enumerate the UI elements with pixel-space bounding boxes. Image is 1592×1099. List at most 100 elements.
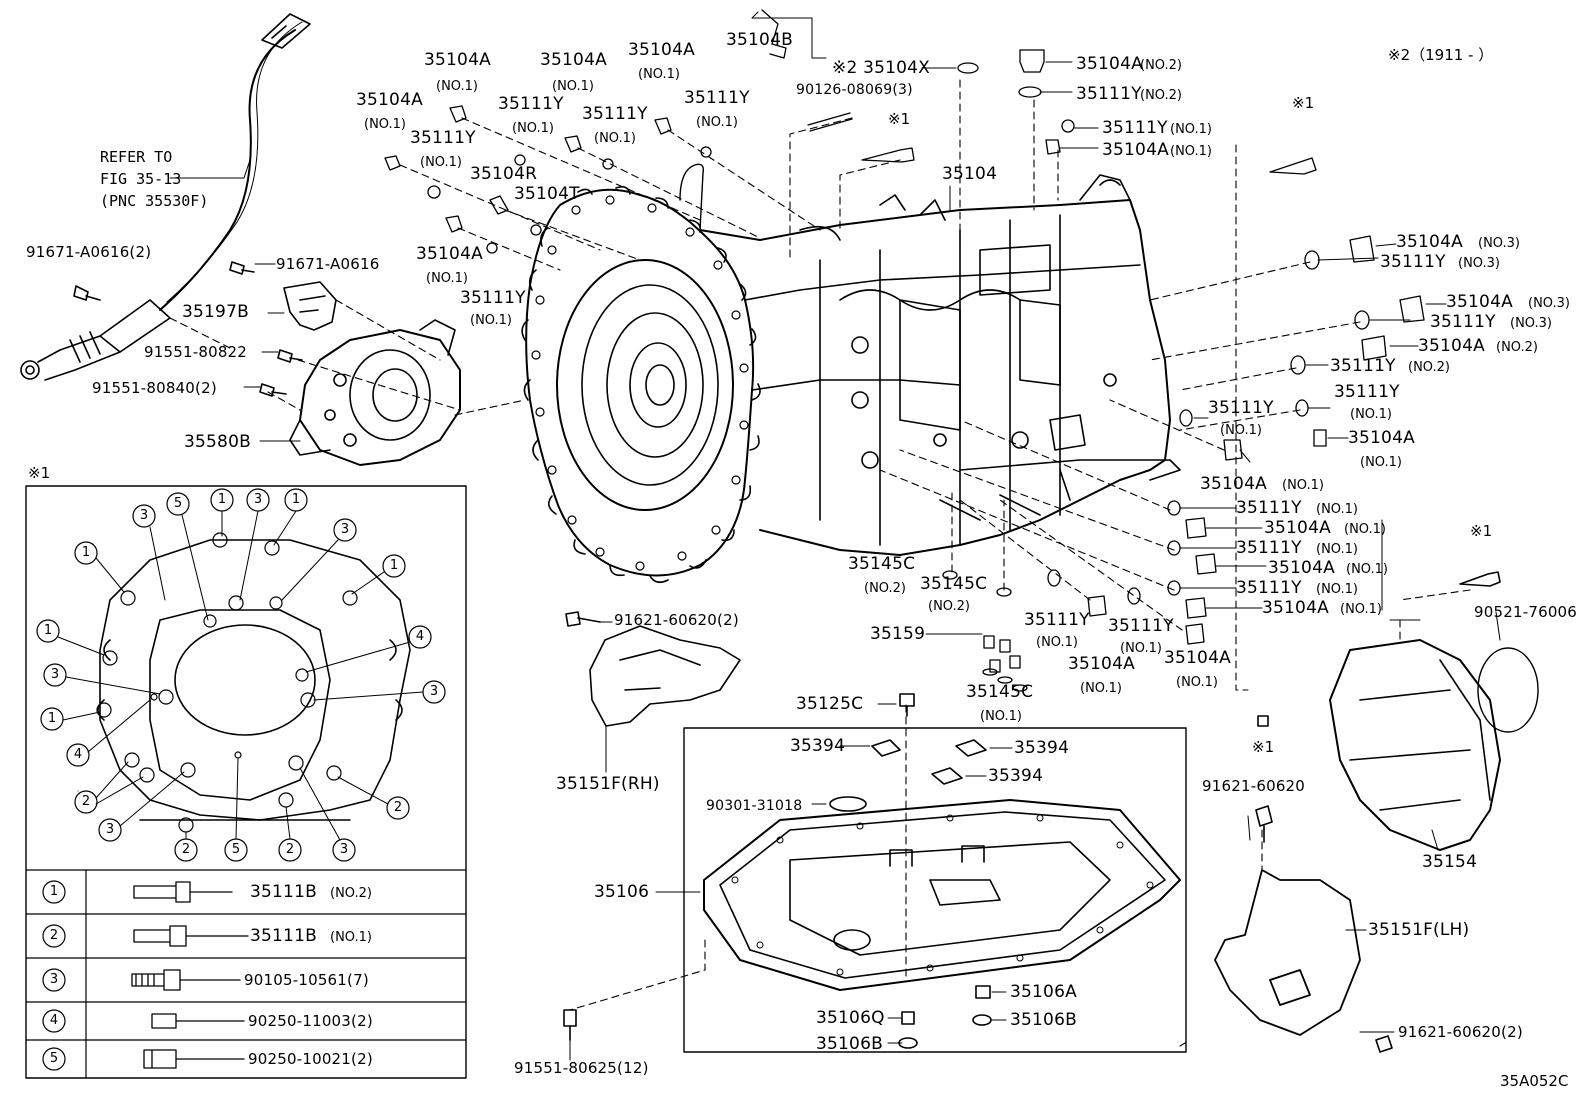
label-35394-b: 35394 [1014,738,1070,758]
inset-callout-5: 1 [291,492,301,507]
label-r35111y-no1-b: 35111Y [1208,398,1274,418]
label-s35104a-3-sub: (NO.1) [1340,602,1382,617]
label-r35104a-no1-b: 35104A [1200,474,1267,494]
transmission-assembly [521,163,1181,584]
reference-note-line3: (PNC 35530F) [100,192,209,210]
solid-leaders [169,11,1501,1061]
legend-part-images [131,881,249,1069]
inset-callout-21: 3 [339,842,349,857]
inset-callout-4: 3 [253,492,263,507]
label-r35104a-no3-a-sub: (NO.3) [1478,236,1520,251]
inset-callout-13: 1 [47,711,57,726]
label-b35104a-b: 35104A [1164,648,1231,668]
label-35111y-t2: 35111Y [582,104,648,124]
label-s35111y-3: 35111Y [1236,578,1302,598]
label-35106a: 35106A [1010,982,1077,1002]
label-90126: 90126-08069(3) [796,82,913,98]
label-35104a-t3: 35104A [628,40,695,60]
label-35111y-t0-sub: (NO.1) [420,155,462,170]
label-b35111y-a: 35111Y [1024,610,1090,630]
inset-callout-16: 2 [393,800,403,815]
label-r35104a-no2-sub: (NO.2) [1496,340,1538,355]
label-35580b: 35580B [184,432,251,452]
label-r35104a-no3-a: 35104A [1396,232,1463,252]
label-35104a-m: 35104A [416,244,483,264]
inset-callout-17: 3 [105,822,115,837]
label-35151f-rh: 35151F(RH) [556,774,660,794]
label-s35104a-2-sub: (NO.1) [1346,562,1388,577]
inset-callout-15: 2 [81,794,91,809]
label-35104: 35104 [942,164,998,184]
bolt-91671-a0616 [73,261,255,301]
right-plugs [942,235,1425,692]
label-r35111y-no2: 35111Y [1330,356,1396,376]
legend-key-2: 2 [49,928,59,943]
inset-callout-19: 2 [285,842,295,857]
label-91621-bot: 91621-60620(2) [1398,1023,1523,1041]
legend-key-1: 1 [49,884,59,899]
label-35111y-t1: 35111Y [498,94,564,114]
inset-callout-9: 1 [43,623,53,638]
label-35104a-t2-sub: (NO.1) [552,79,594,94]
legend-key-4: 4 [49,1013,59,1028]
label-91551-80625: 91551-80625(12) [514,1059,649,1077]
label-r35111y-no3-a: 35111Y [1380,252,1446,272]
label-35197b: 35197B [182,302,249,322]
inset-case-drawing [97,539,411,821]
label-35106b-b: 35106B [816,1034,883,1054]
label-91671-a: 91671-A0616(2) [26,243,152,261]
inset-callout-1: 3 [139,508,149,523]
note-2-date: ※2（1911 - ） [1388,46,1494,64]
label-s35104a-1: 35104A [1264,518,1331,538]
note-1-top: ※1 [888,110,911,128]
bracket-35197b [283,281,337,331]
label-35104a-no1-r1: 35104A [1102,140,1169,160]
top-plugs [384,9,1317,254]
label-91671-b: 91671-A0616 [276,255,380,273]
label-35106: 35106 [594,882,650,902]
note-1-right: ※1 [1292,94,1315,112]
note-1-lower-right: ※1 [1470,522,1493,540]
label-91621-mid: 91621-60620 [1202,777,1306,795]
label-35145c-no2-a-sub: (NO.2) [864,581,906,596]
label-35145c-no2-b: 35145C [920,574,988,594]
label-s35104a-1-sub: (NO.1) [1344,522,1386,537]
inset-callout-6: 3 [340,522,350,537]
note-1-mid-right: ※1 [1252,738,1275,756]
inset-callout-10: 4 [415,629,425,644]
label-35111y-no1-r1-sub: (NO.1) [1170,122,1212,137]
label-91551-80822: 91551-80822 [144,343,248,361]
label-r35111y-no1-a: 35111Y [1334,382,1400,402]
label-35104a-no1-r1-sub: (NO.1) [1170,144,1212,159]
legend-key-circles [42,880,66,1071]
legend-sub-1: (NO.2) [330,886,372,901]
label-r35104a-no1-a-sub: (NO.1) [1360,455,1402,470]
label-r35104a-no3-b-sub: (NO.3) [1528,296,1570,311]
inset-callout-circles [36,488,446,862]
extension-housing-35154 [1329,639,1501,851]
label-35111y-t3: 35111Y [684,88,750,108]
inset-callout-12: 3 [429,684,439,699]
label-35104a-t0-sub: (NO.1) [364,117,406,132]
label-35104a-t3-sub: (NO.1) [638,67,680,82]
inset-callout-7: 1 [81,545,91,560]
label-35111y-no1-r1: 35111Y [1102,118,1168,138]
shield-35151f-rh [589,625,741,727]
label-s35111y-1-sub: (NO.1) [1316,502,1358,517]
label-35106q: 35106Q [816,1008,885,1028]
label-35104a-m-sub: (NO.1) [426,271,468,286]
label-35104a-no2-top: 35104A [1076,54,1143,74]
legend-sub-2: (NO.1) [330,930,372,945]
label-35145c-no2-a: 35145C [848,554,916,574]
label-s35111y-3-sub: (NO.1) [1316,582,1358,597]
inset-callout-20: 5 [231,842,241,857]
label-b35104a-a: 35104A [1068,654,1135,674]
inset-callout-leaders [57,510,424,841]
label-r35111y-no1-a-sub: (NO.1) [1350,407,1392,422]
label-35104r: 35104R [470,164,538,184]
label-s35104a-3: 35104A [1262,598,1329,618]
inset-note-mark: ※1 [28,464,51,482]
label-b35111y-a-sub: (NO.1) [1036,635,1078,650]
label-35145c-no2-b-sub: (NO.2) [928,599,970,614]
label-r35104a-no3-b: 35104A [1446,292,1513,312]
